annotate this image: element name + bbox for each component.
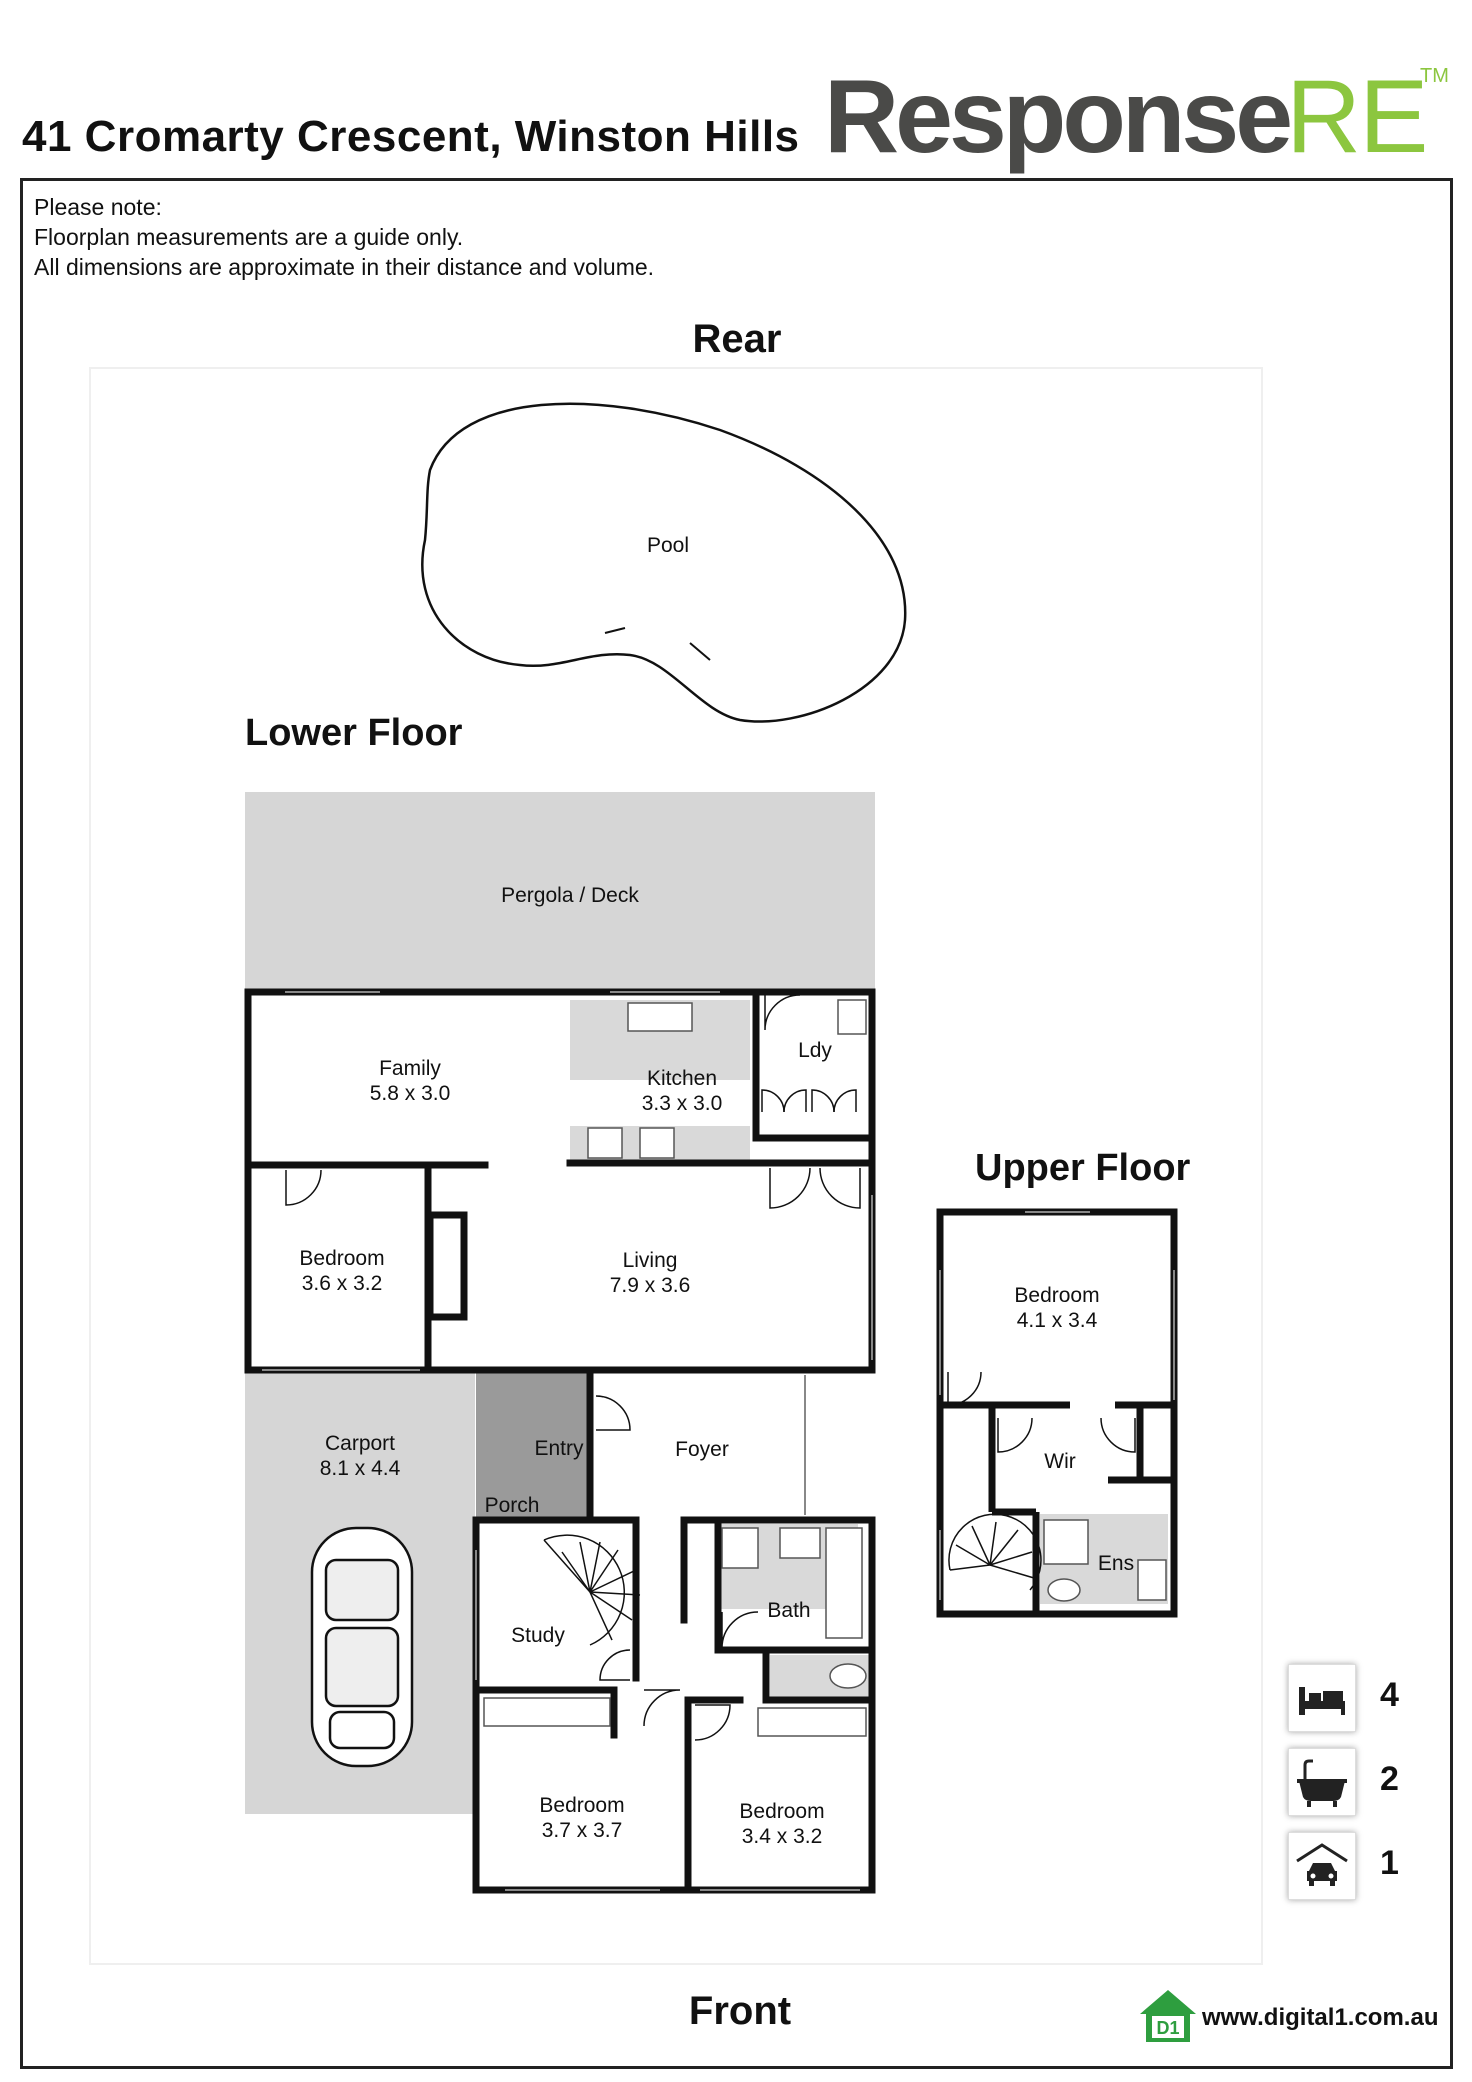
ensuite-vanity [1137, 1559, 1167, 1601]
parking-stat: 1 [1284, 1828, 1414, 1904]
porch-area [476, 1372, 591, 1520]
bed-icon [1288, 1664, 1356, 1732]
bedroom1-dim: 3.6 x 3.2 [302, 1272, 383, 1295]
toilet [829, 1663, 867, 1689]
bath-label: Bath [767, 1599, 810, 1622]
wardrobe-bed2 [483, 1697, 611, 1727]
carport-label: Carport [325, 1432, 395, 1455]
d1-logo-text: D1 [1156, 2018, 1179, 2038]
bedrooms-stat: 4 [1284, 1660, 1414, 1736]
bedroom4-label: Bedroom [1014, 1284, 1099, 1307]
house-logo-icon: D1 [1140, 1990, 1196, 2042]
doors [285, 994, 861, 1741]
foyer-label: Foyer [675, 1438, 729, 1461]
bedroom2-label: Bedroom [539, 1794, 624, 1817]
bath-shower [721, 1527, 759, 1569]
pool-label: Pool [647, 534, 689, 557]
note-line-dimensions: All dimensions are approximate in their … [34, 254, 655, 280]
bathrooms-count: 2 [1380, 1760, 1399, 1798]
pool-step [689, 642, 711, 661]
kitchen-bench-left [570, 1000, 612, 1078]
carport-dim: 8.1 x 4.4 [320, 1457, 401, 1480]
upper-windows [939, 1211, 1175, 1600]
bedroom1-label: Bedroom [299, 1247, 384, 1270]
bedroom3-dim: 3.4 x 3.2 [742, 1825, 823, 1848]
bathrooms-stat: 2 [1284, 1744, 1414, 1820]
wir-label: Wir [1044, 1450, 1075, 1473]
digital1-branding: D1 www.digital1.com.au [1136, 1984, 1456, 2048]
fixtures [483, 999, 867, 1737]
family-label: Family [379, 1057, 441, 1080]
windows [262, 991, 873, 1891]
bedrooms-count: 4 [1380, 1676, 1399, 1714]
study-label: Study [511, 1624, 565, 1647]
parking-count: 1 [1380, 1844, 1399, 1882]
family-dim: 5.8 x 3.0 [370, 1082, 451, 1105]
property-address: 41 Cromarty Crescent, Winston Hills [22, 112, 800, 161]
brand-main-text: Response [824, 59, 1290, 175]
upper-floor-title: Upper Floor [975, 1147, 1191, 1189]
kitchen-oven [587, 1127, 623, 1159]
responsere-logo: Response RE TM [824, 59, 1449, 175]
lower-floor-title: Lower Floor [245, 712, 463, 754]
wardrobe-bed3 [757, 1707, 867, 1737]
website-url[interactable]: www.digital1.com.au [1202, 2004, 1439, 2031]
pool-outline [421, 402, 907, 723]
living-label: Living [623, 1249, 678, 1272]
bedroom4-dim: 4.1 x 3.4 [1017, 1309, 1098, 1332]
brand-tm-text: TM [1420, 65, 1449, 87]
bedroom2-dim: 3.7 x 3.7 [542, 1819, 623, 1842]
porch-label: Porch [485, 1494, 540, 1517]
laundry-label: Ldy [798, 1039, 832, 1062]
ensuite-shower [1043, 1519, 1089, 1565]
plan-frame [20, 178, 1453, 2069]
bathtub-icon [1288, 1748, 1356, 1816]
disclaimer-note: Please note: Floorplan measurements are … [34, 192, 654, 282]
kitchen-cooktop [639, 1127, 675, 1159]
pergola-label: Pergola / Deck [501, 884, 639, 907]
kitchen-dim: 3.3 x 3.0 [642, 1092, 723, 1115]
kitchen-label: Kitchen [647, 1067, 717, 1090]
bath-vanity [779, 1527, 821, 1559]
property-stats: 4 2 1 [1284, 1660, 1424, 1920]
laundry-tub [837, 999, 867, 1035]
spiral-staircase-upper [948, 1513, 1042, 1591]
note-title: Please note: [34, 194, 162, 220]
pergola-deck-area [245, 792, 875, 990]
bath-tub [825, 1527, 863, 1639]
car-top-view [310, 1526, 414, 1768]
living-dim: 7.9 x 3.6 [610, 1274, 691, 1297]
ensuite-label: Ens [1098, 1552, 1134, 1575]
rear-label: Rear [693, 317, 782, 361]
upper-doors [947, 1371, 1136, 1453]
pool-step [604, 627, 626, 634]
kitchen-sink [627, 1002, 693, 1032]
upper-fixtures [1043, 1519, 1167, 1602]
front-label: Front [689, 1989, 791, 2033]
garage-car-icon [1288, 1832, 1356, 1900]
brand-accent-text: RE [1286, 59, 1426, 175]
spiral-staircase-lower [543, 1534, 641, 1646]
note-line-measurements: Floorplan measurements are a guide only. [34, 224, 464, 250]
bedroom3-label: Bedroom [739, 1800, 824, 1823]
ensuite-toilet [1047, 1578, 1081, 1602]
entry-label: Entry [534, 1437, 584, 1460]
